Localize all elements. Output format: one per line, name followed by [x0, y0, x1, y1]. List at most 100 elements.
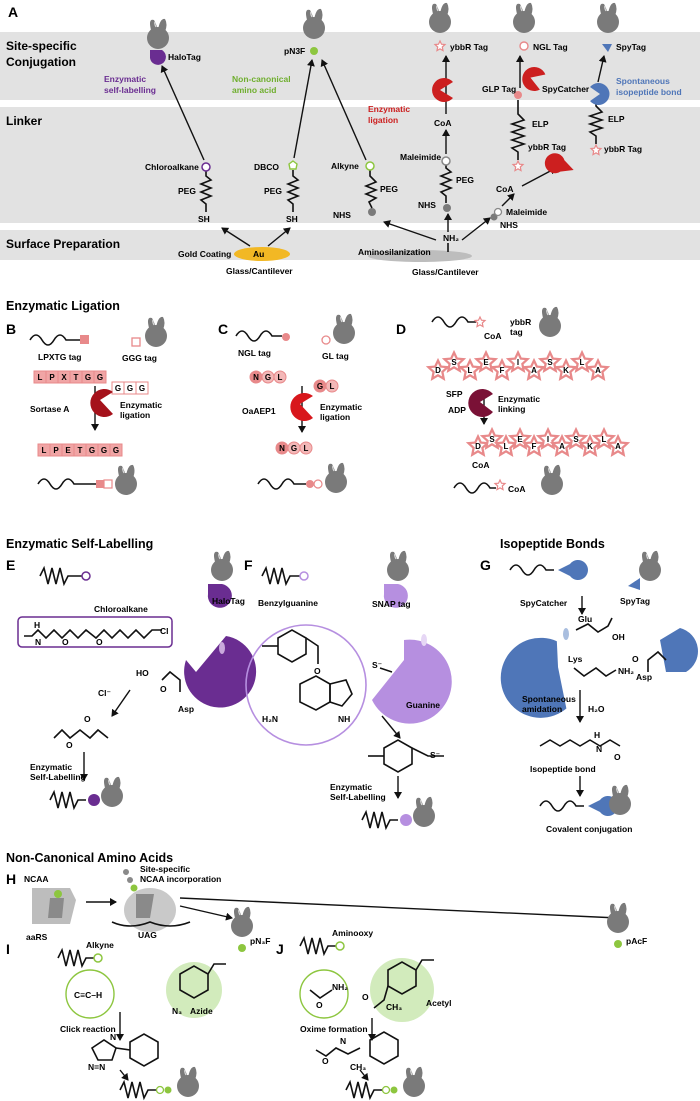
arrow-spycatcher-spytag: [597, 55, 607, 83]
c-gl-label: GL tag: [322, 351, 349, 361]
i-protein: [230, 906, 254, 938]
residue-letter: S: [489, 435, 495, 444]
maleimide-label-a: Maleimide: [400, 152, 441, 162]
f-snap-large: [372, 639, 452, 724]
g-spycatcher-small: [558, 560, 588, 580]
dbco-end: [288, 160, 298, 170]
h-trna: [136, 894, 154, 918]
j-nh2-label: NH₂: [332, 982, 348, 992]
glass-surface: [368, 250, 472, 262]
g-spycatcher-label: SpyCatcher: [520, 598, 568, 608]
residue-letter: G: [113, 446, 119, 455]
c-ngl-dot: [282, 333, 290, 341]
maleimide-dot-2: [493, 207, 503, 217]
residue-letter: F: [500, 366, 505, 375]
panel-g-letter: G: [480, 557, 491, 573]
b-ggg-square: [131, 337, 141, 347]
f-protein-2: [412, 796, 436, 828]
f-spring: [261, 565, 300, 587]
pn3f-protein: [302, 8, 326, 40]
j-o3-label: O: [322, 1056, 329, 1066]
residue-letter: K: [587, 442, 593, 451]
d-coa2-label: CoA: [472, 460, 489, 470]
c-prod-dot2: [313, 479, 323, 489]
e-chloroalkane-label: Chloroalkane: [94, 604, 148, 614]
f-guanine-label: Guanine: [406, 700, 440, 710]
band-surface: [0, 230, 700, 260]
e-spring-2: [49, 789, 86, 811]
j-process-label: Oxime formation: [300, 1024, 368, 1034]
f-bg-dot: [299, 571, 309, 581]
h-chain-3: [130, 884, 138, 892]
oaaep1-label: OaAEP1: [242, 406, 276, 416]
nh2-label: NH₂: [443, 233, 459, 243]
e-chain: [24, 628, 162, 640]
pn3f-dot: [310, 47, 318, 55]
h-chain-1: [123, 869, 129, 875]
e-halotag-highlight: [219, 642, 225, 654]
spytag-shape: [602, 44, 612, 52]
enzyme-red-a: [432, 78, 453, 103]
residue-shape: [299, 441, 313, 455]
residue-letter: E: [65, 446, 71, 455]
sh-label-1: SH: [198, 214, 210, 224]
ngl-dot: [519, 41, 529, 51]
c-wiggle-1: [235, 330, 282, 342]
oaaep1-enzyme: [290, 393, 313, 421]
f-s-label: S⁻: [372, 660, 382, 670]
nhs-dot-2: [443, 204, 451, 212]
g-bond-label: Isopeptide bond: [530, 764, 596, 774]
e-n-label: N: [35, 637, 41, 647]
e-halotag-shape: [207, 584, 232, 608]
e-ester: [53, 728, 109, 740]
gold-surface: [234, 247, 290, 261]
g-n-label: N: [596, 744, 602, 754]
d-coa-label: CoA: [484, 331, 501, 341]
g-result-label: Covalent conjugation: [546, 824, 632, 834]
i-azide-label: Azide: [190, 1006, 213, 1016]
j-spring-2: [345, 1079, 382, 1101]
peg-spring-3: [363, 170, 379, 209]
b-protein-2: [114, 464, 138, 496]
nhs-label-3: NHS: [500, 220, 518, 230]
d-star-2: [494, 479, 506, 491]
g-asp-label: Asp: [636, 672, 652, 682]
residue-letter: T: [74, 373, 79, 382]
f-arrow-1: [381, 715, 401, 739]
e-protein: [210, 550, 234, 582]
band-conjugation: [0, 32, 700, 100]
section-enzymatic-ligation: Enzymatic Ligation: [6, 299, 120, 313]
g-protein-2: [608, 784, 632, 816]
section-self-labelling: Enzymatic Self-Labelling: [6, 537, 153, 551]
residue-letter: I: [517, 358, 519, 367]
residue-letter: G: [97, 373, 103, 382]
b-protein: [144, 316, 168, 348]
f-snap-shape: [383, 584, 408, 608]
f-bg-circle: [245, 624, 367, 746]
sortase-enzyme: [90, 389, 113, 417]
d-wiggle-2: [453, 482, 496, 494]
j-arrow-2: [359, 1069, 369, 1081]
residue-letter: D: [475, 442, 481, 451]
f-purine-6ring: [299, 675, 331, 711]
arrow-chloro-halo: [160, 65, 205, 161]
residue-letter: F: [532, 442, 537, 451]
i-benzene-2: [129, 1033, 159, 1067]
i-alkyne-label: Alkyne: [86, 940, 114, 950]
h-mrna: [111, 921, 191, 927]
g-oh-label: OH: [612, 632, 625, 642]
g-wiggle-2: [539, 800, 584, 812]
peg-label-3: PEG: [380, 184, 398, 194]
section-isopeptide: Isopeptide Bonds: [500, 537, 605, 551]
h-aars-pocket: [48, 898, 64, 918]
au-label: Au: [253, 249, 264, 259]
g-glu-chain: [575, 617, 613, 633]
residue-letter: G: [265, 373, 271, 382]
d-protein-2: [540, 464, 564, 496]
ngl-protein: [512, 2, 536, 34]
i-pn3f-label: pN₃F: [250, 936, 270, 946]
